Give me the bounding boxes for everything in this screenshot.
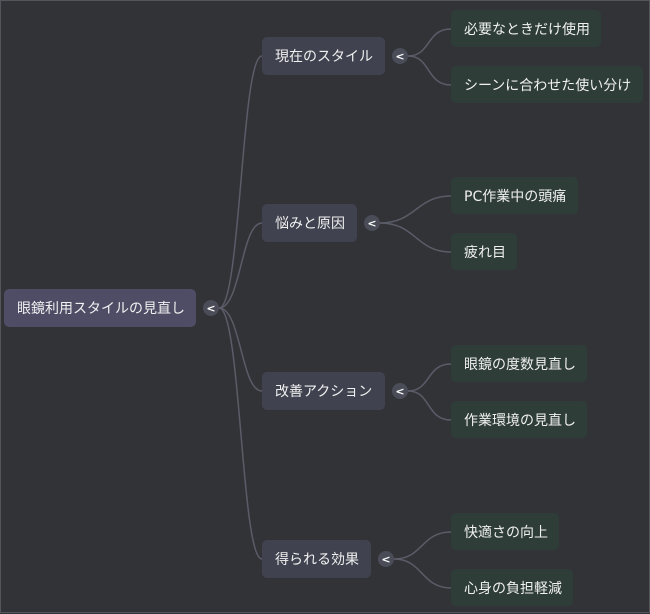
edge-branch-leaf [407,28,452,57]
collapse-toggle-current-style[interactable]: < [392,48,408,64]
collapse-toggle-problems[interactable]: < [364,215,380,231]
root-node[interactable]: 眼鏡利用スタイルの見直し [4,289,196,327]
leaf-label: 必要なときだけ使用 [464,21,590,38]
edge-branch-leaf [379,222,452,253]
branch-label: 現在のスタイル [275,49,373,65]
branch-label: 得られる効果 [275,552,359,568]
branch-label: 悩みと原因 [275,216,345,232]
leaf-label: 作業環境の見直し [464,412,576,429]
branch-node-current-style[interactable]: 現在のスタイル [262,37,385,75]
leaf-label: 快適さの向上 [464,524,548,541]
leaf-label: 疲れ目 [464,244,506,261]
collapse-toggle-effects[interactable]: < [378,551,394,567]
leaf-node[interactable]: 作業環境の見直し [451,401,587,438]
leaf-label: 心身の負担軽減 [464,580,562,597]
collapse-toggle-root[interactable]: < [203,300,219,316]
leaf-node[interactable]: 心身の負担軽減 [451,569,573,606]
edge-branch-leaf [393,558,452,589]
root-label: 眼鏡利用スタイルの見直し [17,301,185,317]
edge-branch-leaf [407,55,452,86]
leaf-node[interactable]: 眼鏡の度数見直し [451,345,587,382]
edge-branch-leaf [407,363,452,392]
branch-node-problems[interactable]: 悩みと原因 [262,204,357,242]
collapse-toggle-actions[interactable]: < [392,383,408,399]
leaf-node[interactable]: 快適さの向上 [451,513,559,550]
leaf-node[interactable]: PC作業中の頭痛 [451,177,578,214]
edge-root-branch [218,307,263,392]
leaf-label: 眼鏡の度数見直し [464,356,576,373]
edge-root-branch [218,307,263,560]
branch-label: 改善アクション [275,384,373,400]
edge-root-branch [218,55,263,309]
leaf-node[interactable]: シーンに合わせた使い分け [451,66,643,103]
leaf-label: シーンに合わせた使い分け [464,77,632,94]
branch-node-effects[interactable]: 得られる効果 [262,540,371,578]
edge-root-branch [218,222,263,309]
edge-branch-leaf [393,531,452,560]
edge-branch-leaf [407,390,452,421]
leaf-label: PC作業中の頭痛 [464,188,567,205]
edge-branch-leaf [379,195,452,224]
branch-node-actions[interactable]: 改善アクション [262,372,385,410]
leaf-node[interactable]: 必要なときだけ使用 [451,10,601,47]
leaf-node[interactable]: 疲れ目 [451,233,517,270]
